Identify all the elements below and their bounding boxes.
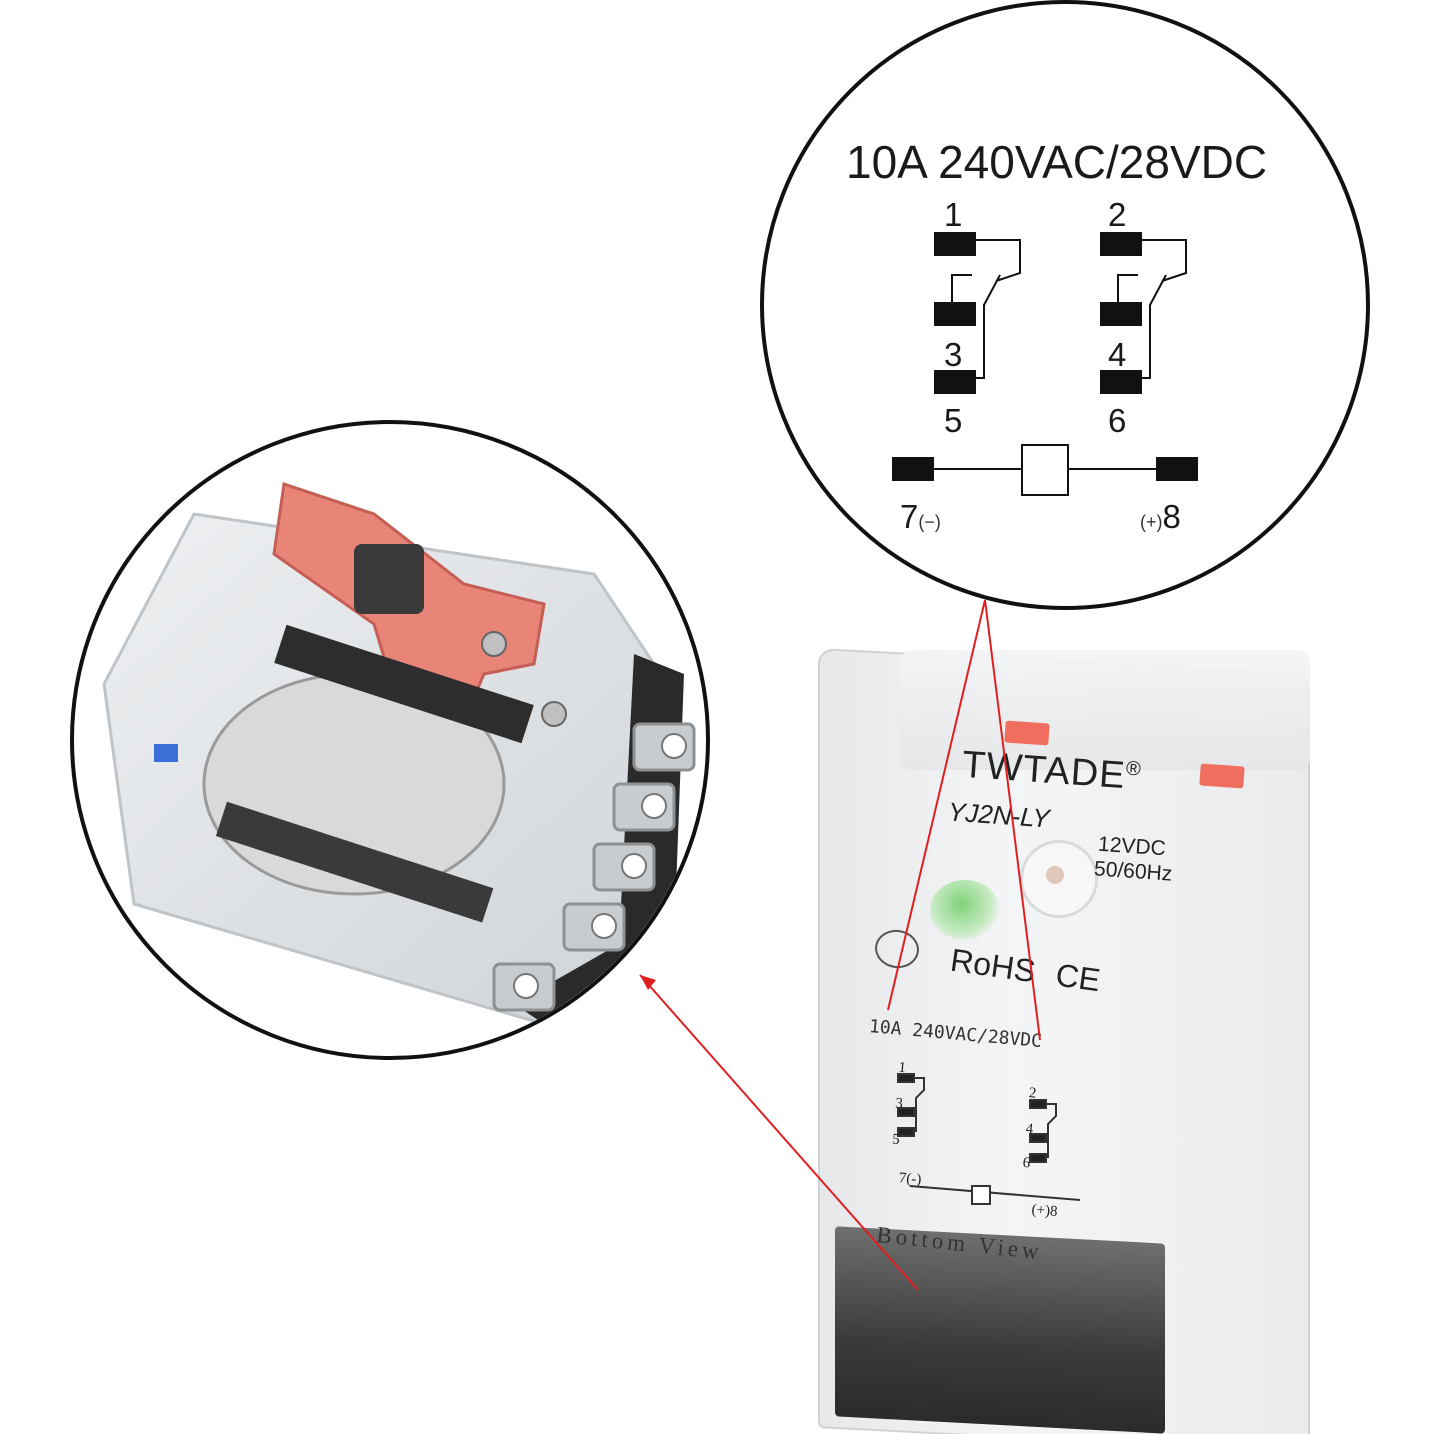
- mini-label-4: 4: [1025, 1121, 1034, 1138]
- relay-top-cover: [900, 650, 1310, 770]
- screw: [481, 631, 507, 657]
- pin-2-terminal: [1100, 232, 1142, 256]
- pin-8-number: 8: [1162, 498, 1181, 535]
- pin-label-7: 7(−): [900, 498, 941, 536]
- pin-3-terminal: [934, 302, 976, 326]
- mini-label-7: 7(-): [898, 1170, 922, 1188]
- blue-component: [154, 744, 178, 762]
- registered-mark: ®: [1125, 757, 1143, 781]
- pin-label-8: (+)8: [1140, 498, 1181, 536]
- wiring-diagram: [892, 232, 1198, 496]
- mini-label-6: 6: [1022, 1155, 1031, 1172]
- pin-label-1: 1: [944, 196, 963, 233]
- mini-label-2: 2: [1028, 1085, 1037, 1102]
- coil-symbol: [1021, 444, 1069, 496]
- relay-coil-voltage: 12VDC: [1097, 832, 1167, 861]
- pin-7-polarity: (−): [918, 512, 941, 532]
- relay-red-tab-right: [1199, 763, 1245, 789]
- pin-8-polarity: (+): [1140, 512, 1163, 532]
- pin-label-5: 5: [944, 402, 963, 439]
- pin-label-4: 4: [1108, 336, 1127, 373]
- pin-label-6: 6: [1108, 402, 1127, 439]
- mini-pin-6: [1029, 1153, 1047, 1163]
- relay-red-tab-left: [1004, 720, 1050, 746]
- pin-diagram-circle: [760, 0, 1370, 610]
- mini-pin-4: [1029, 1133, 1047, 1143]
- relay-printed-pin-diagram: 1 3 5 2 4 6 7(-) (+)8: [892, 1060, 1081, 1220]
- relay-internal-illustration: [102, 482, 696, 1026]
- pin-8-terminal: [1156, 457, 1198, 481]
- screw: [541, 701, 567, 727]
- pin-5-terminal: [934, 370, 976, 394]
- pin-6-terminal: [1100, 370, 1142, 394]
- ce-mark: CE: [1053, 956, 1103, 999]
- pin-7-number: 7: [900, 498, 919, 535]
- armature: [274, 624, 534, 744]
- relay-led: [1046, 866, 1064, 884]
- actuator-window: [354, 544, 424, 614]
- pin-label-3: 3: [944, 336, 963, 373]
- pin-7-terminal: [892, 457, 934, 481]
- mini-label-1: 1: [898, 1060, 907, 1077]
- mini-label-3: 3: [895, 1096, 904, 1113]
- relay-green-indicator: [930, 880, 1000, 940]
- pin-label-2: 2: [1108, 196, 1127, 233]
- yoke: [215, 801, 494, 923]
- pin-4-terminal: [1100, 302, 1142, 326]
- diagram-rating: 10A 240VAC/28VDC: [846, 136, 1268, 188]
- internal-zoom-circle: [70, 420, 710, 1060]
- mini-label-8: (+)8: [1031, 1202, 1058, 1220]
- pin-1-terminal: [934, 232, 976, 256]
- mini-label-5: 5: [892, 1131, 901, 1148]
